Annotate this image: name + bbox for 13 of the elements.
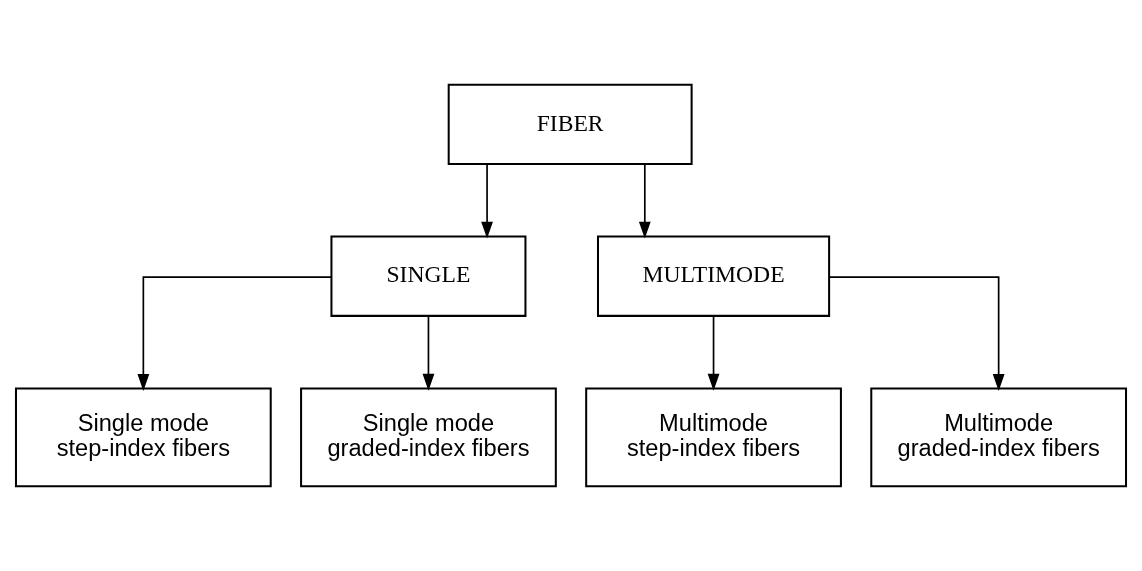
node-box: FIBER: [447, 83, 693, 166]
arrow: [422, 315, 435, 391]
node-box: Multimode step-index fibers: [585, 387, 842, 488]
arrow: [137, 276, 332, 391]
arrow: [707, 315, 720, 391]
node-box: SINGLE: [330, 235, 527, 317]
node-box: MULTIMODE: [597, 235, 831, 317]
node-box: Multimode graded-index fibers: [870, 387, 1128, 488]
arrow: [481, 163, 493, 239]
arrow: [828, 276, 1005, 391]
node-box: Single mode graded-index fibers: [300, 387, 557, 488]
node-box: Single mode step-index fibers: [14, 387, 272, 488]
arrow: [638, 163, 651, 239]
